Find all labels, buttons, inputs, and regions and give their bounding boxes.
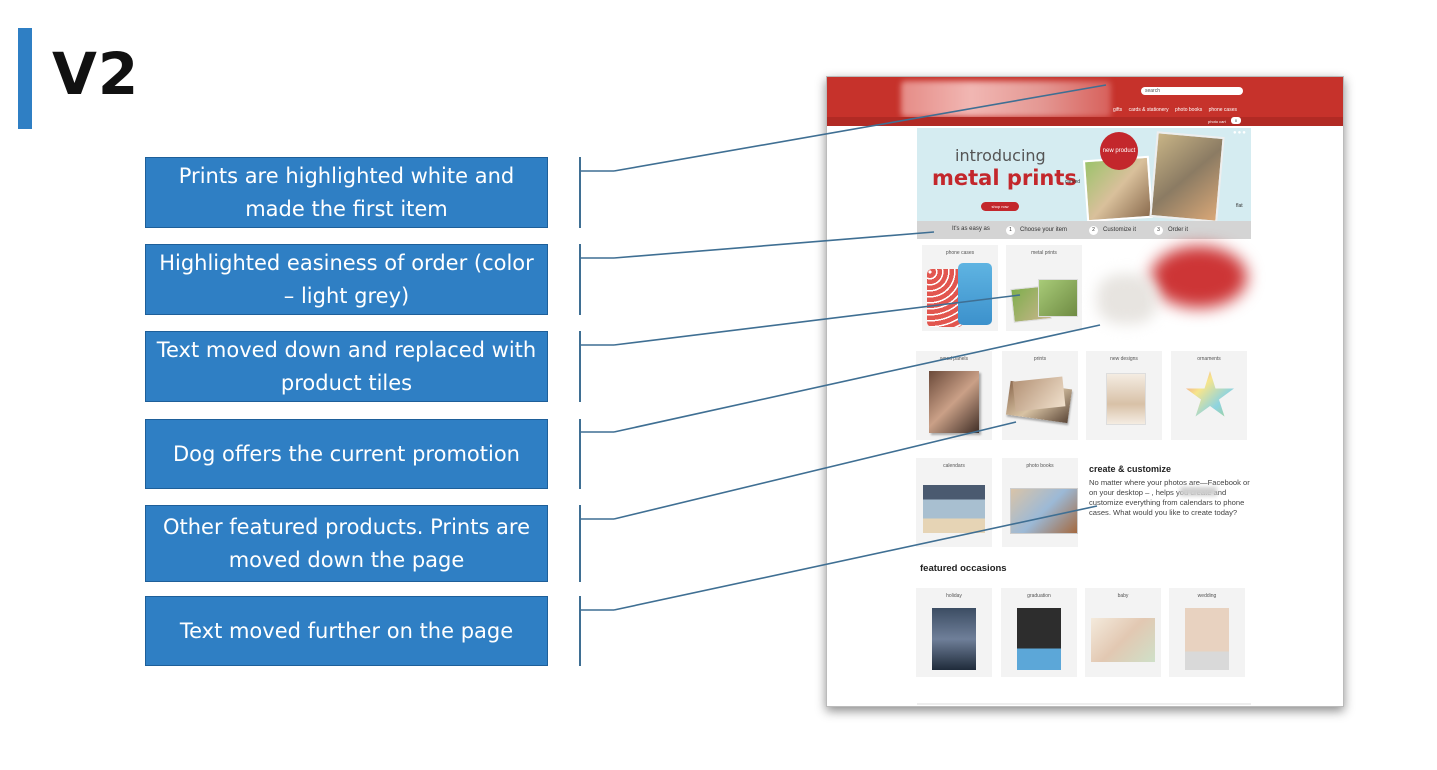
mock-subbar: photo cart 0 xyxy=(827,117,1343,126)
featured-occasions-title: featured occasions xyxy=(920,563,1007,574)
carousel-dots[interactable]: ●●● xyxy=(1233,130,1247,136)
cart-link[interactable]: photo cart xyxy=(1208,119,1226,124)
calendar-image xyxy=(923,485,985,533)
nav-item-gifts[interactable]: gifts xyxy=(1113,107,1123,113)
tile-prints[interactable]: prints xyxy=(1002,351,1078,440)
tile-metal-prints[interactable]: metal prints xyxy=(1006,245,1082,331)
annotation-featured-products: Other featured products. Prints are move… xyxy=(145,505,548,582)
card-design-image xyxy=(1106,373,1146,425)
bracket-line xyxy=(579,419,581,489)
create-customize-title: create & customize xyxy=(1089,464,1172,474)
banner-headline: metal prints xyxy=(932,166,1077,190)
bracket-line xyxy=(579,331,581,402)
nav-item-phone-cases[interactable]: phone cases xyxy=(1208,107,1237,113)
metal-print-image xyxy=(1038,279,1078,317)
wood-panel-image xyxy=(929,371,979,433)
hero-banner[interactable]: introducing metal prints shop now curved… xyxy=(917,128,1251,223)
tile-wood-panels[interactable]: wood panels xyxy=(916,351,992,440)
tile-photo-books[interactable]: photo books xyxy=(1002,458,1078,547)
steps-lead: It's as easy as xyxy=(952,226,990,232)
banner-label-flat: flat xyxy=(1236,203,1243,209)
annotation-product-tiles: Text moved down and replaced with produc… xyxy=(145,331,548,402)
annotation-dog-promotion: Dog offers the current promotion xyxy=(145,419,548,489)
holiday-card-image xyxy=(932,608,976,670)
shop-now-button[interactable]: shop now xyxy=(981,202,1019,211)
graduation-card-image xyxy=(1017,608,1061,670)
cart-count-badge: 0 xyxy=(1231,117,1241,124)
website-mockup: search gifts cards & stationery photo bo… xyxy=(826,76,1344,707)
bracket-line xyxy=(579,244,581,315)
create-customize-text: No matter where your photos are—Facebook… xyxy=(1089,478,1250,517)
banner-label-curved: curved xyxy=(1065,179,1081,185)
tile-new-designs[interactable]: new designs xyxy=(1086,351,1162,440)
mock-nav: gifts cards & stationery photo books pho… xyxy=(1113,107,1242,113)
banner-intro: introducing xyxy=(955,146,1046,165)
blurred-logo xyxy=(901,81,1111,117)
occasion-baby[interactable]: baby xyxy=(1085,588,1161,677)
tile-calendars[interactable]: calendars xyxy=(916,458,992,547)
new-product-badge: new product xyxy=(1100,132,1138,170)
bracket-line xyxy=(579,505,581,582)
tile-phone-cases[interactable]: phone cases xyxy=(922,245,998,331)
search-input[interactable]: search xyxy=(1141,87,1243,95)
prints-stack-image xyxy=(1012,376,1066,412)
occasion-graduation[interactable]: graduation xyxy=(1001,588,1077,677)
occasion-holiday[interactable]: holiday xyxy=(916,588,992,677)
dog-promotion-banner[interactable] xyxy=(1097,244,1247,332)
baby-card-image xyxy=(1091,618,1155,662)
tile-ornaments[interactable]: ornaments xyxy=(1171,351,1247,440)
occasion-wedding[interactable]: wedding xyxy=(1169,588,1245,677)
nav-item-cards[interactable]: cards & stationery xyxy=(1128,107,1169,113)
footer-divider xyxy=(917,703,1251,705)
annotation-text-moved: Text moved further on the page xyxy=(145,596,548,666)
wedding-card-image xyxy=(1185,608,1229,670)
bracket-line xyxy=(579,596,581,666)
title-accent-bar xyxy=(18,28,32,129)
blurred-promo-badge xyxy=(1151,246,1247,308)
bracket-line xyxy=(579,157,581,228)
blurred-dog-image xyxy=(1097,274,1157,324)
annotation-prints-highlighted: Prints are highlighted white and made th… xyxy=(145,157,548,228)
banner-photo xyxy=(1149,131,1225,223)
blurred-brand-name xyxy=(1180,487,1217,496)
annotation-easiness-of-order: Highlighted easiness of order (color – l… xyxy=(145,244,548,315)
star-ornament-image xyxy=(1186,371,1234,417)
nav-item-photo-books[interactable]: photo books xyxy=(1174,107,1203,113)
photo-book-image xyxy=(1010,488,1078,534)
slide-title: V2 xyxy=(52,40,140,108)
phone-case-image xyxy=(958,263,992,325)
